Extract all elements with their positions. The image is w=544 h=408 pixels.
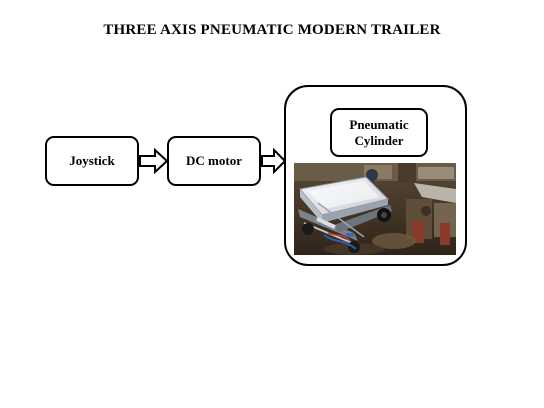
pneumatic-cylinder-label-line1: Pneumatic [349,116,409,132]
dc-motor-label: DC motor [186,153,242,168]
dc-motor-block: DC motor [167,136,261,186]
pneumatic-cylinder-label-line2: Cylinder [354,132,404,148]
joystick-label: Joystick [69,153,115,168]
pneumatic-cylinder-block: Pneumatic Cylinder [330,108,428,157]
arrow-dcmotor-to-trailer [261,148,287,174]
joystick-block: Joystick [45,136,139,186]
arrow-joystick-to-dcmotor [139,148,169,174]
trailer-photo [294,163,456,255]
trailer-photo-illustration [294,163,456,255]
diagram-title: THREE AXIS PNEUMATIC MODERN TRAILER [103,22,441,38]
